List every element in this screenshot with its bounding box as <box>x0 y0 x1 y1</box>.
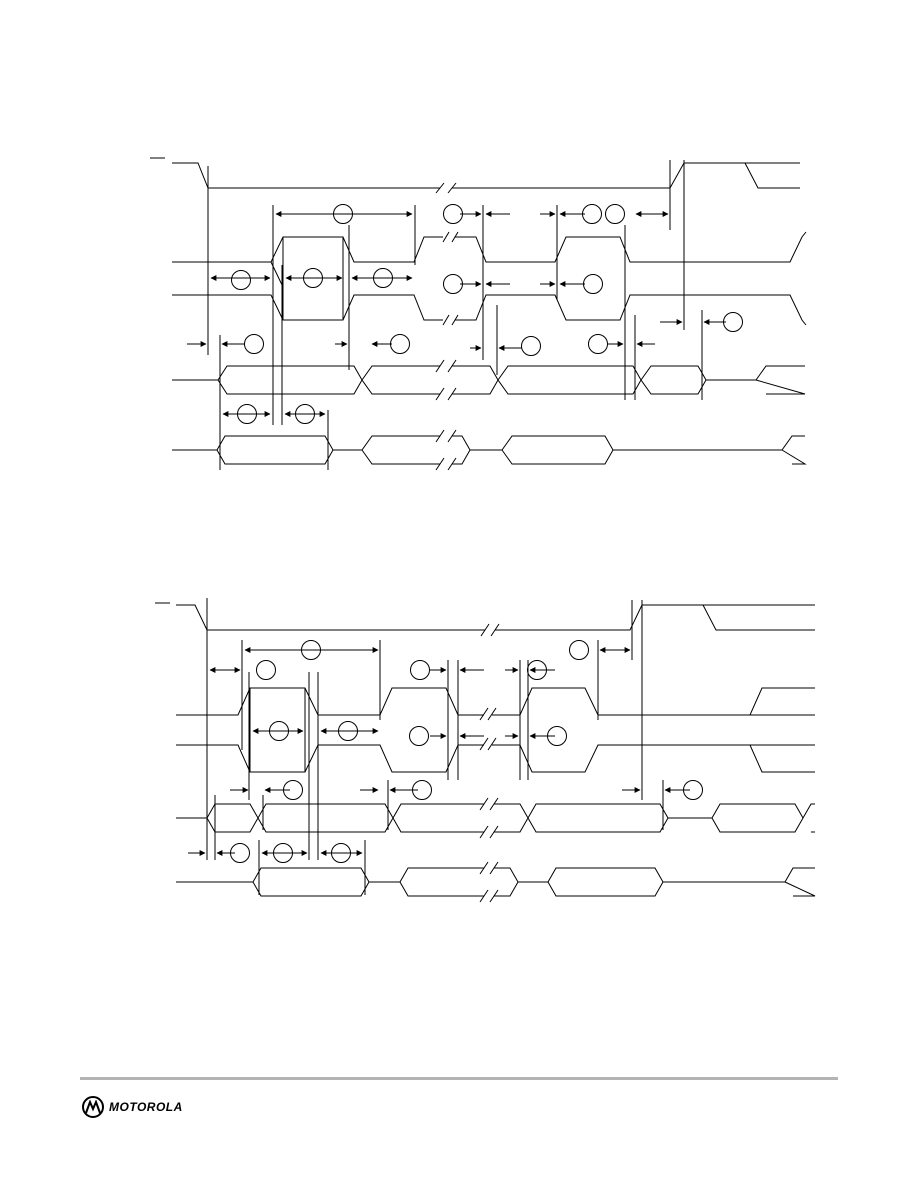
motorola-logo: MOTOROLA <box>82 1094 183 1120</box>
diagram2-parameter-markers <box>230 640 703 863</box>
diagram2-reference-lines <box>206 598 664 895</box>
diagram1-signal-1 <box>150 157 800 194</box>
motorola-batwing-m-icon <box>82 1096 104 1118</box>
diagram1-signal-2 <box>172 231 807 288</box>
footer-divider <box>80 1077 838 1080</box>
diagram2-bus-2 <box>176 861 816 903</box>
diagram1-reference-lines <box>207 160 703 470</box>
timing-diagram-2 <box>155 598 816 903</box>
diagram1-signal-3 <box>172 237 807 326</box>
diagram1-bus-2 <box>172 429 807 471</box>
diagram2-dimension-arrows <box>209 647 631 856</box>
diagram1-pointer-arrows <box>187 211 726 351</box>
timing-diagram-1 <box>150 157 807 471</box>
diagram1-dimension-arrows <box>210 211 669 417</box>
brand-name: MOTOROLA <box>109 1100 183 1114</box>
diagram2-signal-2 <box>176 687 815 721</box>
diagram2-signal-1 <box>155 602 815 637</box>
diagram2-pointer-arrows <box>188 667 690 856</box>
diagram1-bus-1 <box>172 359 806 401</box>
diagram1-parameter-markers <box>231 204 743 424</box>
diagram2-bus-1 <box>176 797 815 839</box>
diagram2-signal-3 <box>176 688 815 773</box>
